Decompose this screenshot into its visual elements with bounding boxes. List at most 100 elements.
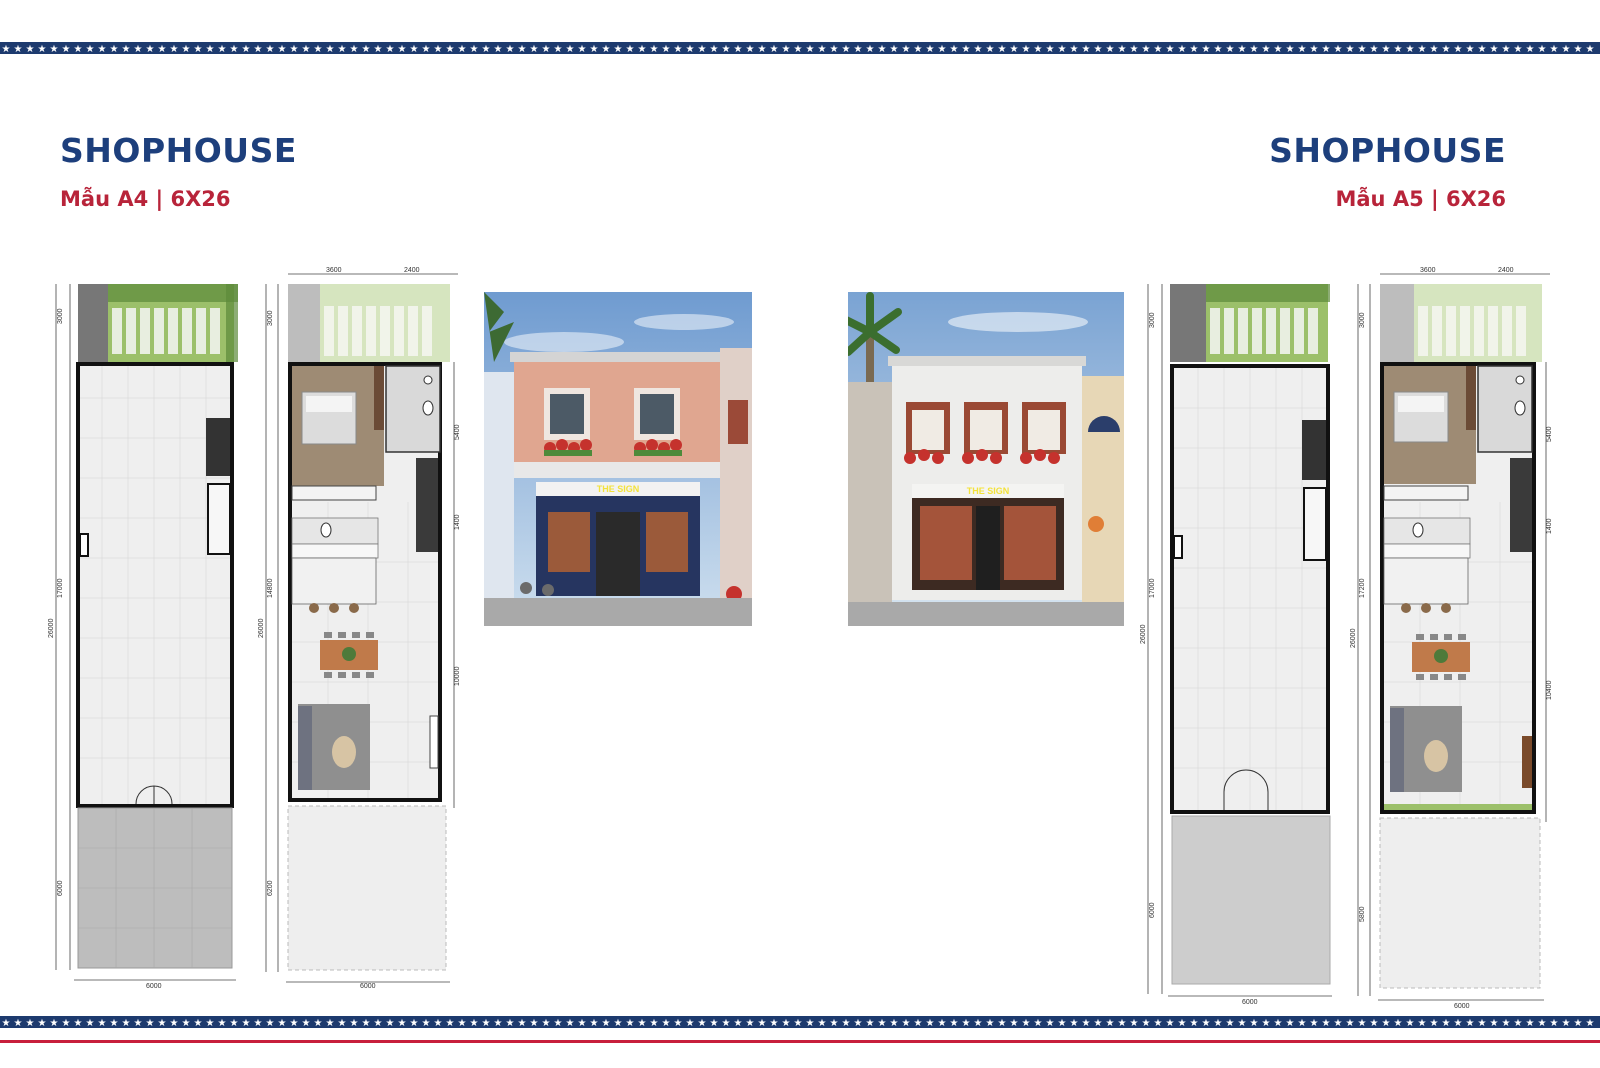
star-icon: ★ <box>2 1018 11 1028</box>
dim-label: 26000 <box>1140 624 1147 644</box>
star-icon: ★ <box>950 1018 959 1028</box>
star-icon: ★ <box>1130 1018 1139 1028</box>
star-icon: ★ <box>278 44 287 54</box>
dim-label: 6000 <box>360 983 376 990</box>
star-icon: ★ <box>1106 1018 1115 1028</box>
dim-label: 6000 <box>1149 902 1156 918</box>
star-icon: ★ <box>998 1018 1007 1028</box>
star-icon: ★ <box>842 44 851 54</box>
star-icon: ★ <box>878 44 887 54</box>
star-icon: ★ <box>170 1018 179 1028</box>
dim-label: 26000 <box>48 618 55 638</box>
star-icon: ★ <box>314 44 323 54</box>
star-icon: ★ <box>1226 44 1235 54</box>
dim-label: 6000 <box>57 880 64 896</box>
star-icon: ★ <box>1190 44 1199 54</box>
star-icon: ★ <box>278 1018 287 1028</box>
star-icon: ★ <box>614 44 623 54</box>
star-icon: ★ <box>1346 44 1355 54</box>
star-icon: ★ <box>578 1018 587 1028</box>
star-icon: ★ <box>926 44 935 54</box>
dim-label: 17000 <box>57 578 64 598</box>
star-icon: ★ <box>662 44 671 54</box>
star-icon: ★ <box>902 44 911 54</box>
star-icon: ★ <box>626 44 635 54</box>
star-icon: ★ <box>14 1018 23 1028</box>
star-icon: ★ <box>230 44 239 54</box>
star-icon: ★ <box>902 1018 911 1028</box>
star-icon: ★ <box>254 44 263 54</box>
star-icon: ★ <box>218 44 227 54</box>
star-icon: ★ <box>506 1018 515 1028</box>
star-icon: ★ <box>1274 44 1283 54</box>
dim-label: 26000 <box>258 618 265 638</box>
right-model-label: Mẫu A5 | 6X26 <box>1335 187 1506 211</box>
star-icon: ★ <box>854 1018 863 1028</box>
star-icon: ★ <box>2 44 11 54</box>
star-icon: ★ <box>1070 1018 1079 1028</box>
star-icon: ★ <box>182 1018 191 1028</box>
star-icon: ★ <box>1550 1018 1559 1028</box>
star-icon: ★ <box>398 1018 407 1028</box>
star-icon: ★ <box>1202 1018 1211 1028</box>
star-icon: ★ <box>1562 44 1571 54</box>
star-icon: ★ <box>1262 1018 1271 1028</box>
star-icon: ★ <box>350 1018 359 1028</box>
star-icon: ★ <box>710 44 719 54</box>
star-icon: ★ <box>1502 44 1511 54</box>
star-icon: ★ <box>518 44 527 54</box>
star-icon: ★ <box>650 44 659 54</box>
star-icon: ★ <box>554 44 563 54</box>
star-icon: ★ <box>50 1018 59 1028</box>
star-icon: ★ <box>1526 44 1535 54</box>
star-icon: ★ <box>338 1018 347 1028</box>
star-icon: ★ <box>1334 1018 1343 1028</box>
star-pattern: ★★★★★★★★★★★★★★★★★★★★★★★★★★★★★★★★★★★★★★★★… <box>2 1018 1595 1028</box>
star-icon: ★ <box>1058 44 1067 54</box>
star-icon: ★ <box>1574 1018 1583 1028</box>
star-icon: ★ <box>1478 1018 1487 1028</box>
star-icon: ★ <box>422 1018 431 1028</box>
star-icon: ★ <box>194 1018 203 1028</box>
star-icon: ★ <box>590 1018 599 1028</box>
star-icon: ★ <box>158 1018 167 1028</box>
shop-sign-text: THE SIGN <box>967 486 1010 496</box>
dim-label: 2400 <box>404 267 420 274</box>
star-icon: ★ <box>770 1018 779 1028</box>
star-icon: ★ <box>926 1018 935 1028</box>
star-icon: ★ <box>254 1018 263 1028</box>
star-icon: ★ <box>1154 1018 1163 1028</box>
star-icon: ★ <box>50 44 59 54</box>
dim-label: 26000 <box>1350 628 1357 648</box>
star-icon: ★ <box>1238 1018 1247 1028</box>
star-icon: ★ <box>1214 44 1223 54</box>
star-icon: ★ <box>1286 44 1295 54</box>
star-icon: ★ <box>1298 44 1307 54</box>
star-icon: ★ <box>1214 1018 1223 1028</box>
dim-label: 10400 <box>1546 680 1553 700</box>
star-icon: ★ <box>1202 44 1211 54</box>
star-icon: ★ <box>74 1018 83 1028</box>
star-icon: ★ <box>266 44 275 54</box>
star-icon: ★ <box>182 44 191 54</box>
star-icon: ★ <box>758 44 767 54</box>
star-icon: ★ <box>1334 44 1343 54</box>
star-icon: ★ <box>794 1018 803 1028</box>
star-icon: ★ <box>638 44 647 54</box>
star-icon: ★ <box>746 1018 755 1028</box>
bottom-star-band: ★★★★★★★★★★★★★★★★★★★★★★★★★★★★★★★★★★★★★★★★… <box>0 1016 1600 1028</box>
dim-label: 17000 <box>1149 578 1156 598</box>
star-icon: ★ <box>446 44 455 54</box>
star-icon: ★ <box>938 44 947 54</box>
star-icon: ★ <box>1322 1018 1331 1028</box>
star-icon: ★ <box>1358 1018 1367 1028</box>
star-icon: ★ <box>1586 44 1595 54</box>
star-icon: ★ <box>1370 44 1379 54</box>
star-icon: ★ <box>602 44 611 54</box>
star-icon: ★ <box>458 44 467 54</box>
star-icon: ★ <box>518 1018 527 1028</box>
star-icon: ★ <box>1394 1018 1403 1028</box>
star-icon: ★ <box>830 44 839 54</box>
dim-label: 14800 <box>267 578 274 598</box>
star-icon: ★ <box>530 1018 539 1028</box>
